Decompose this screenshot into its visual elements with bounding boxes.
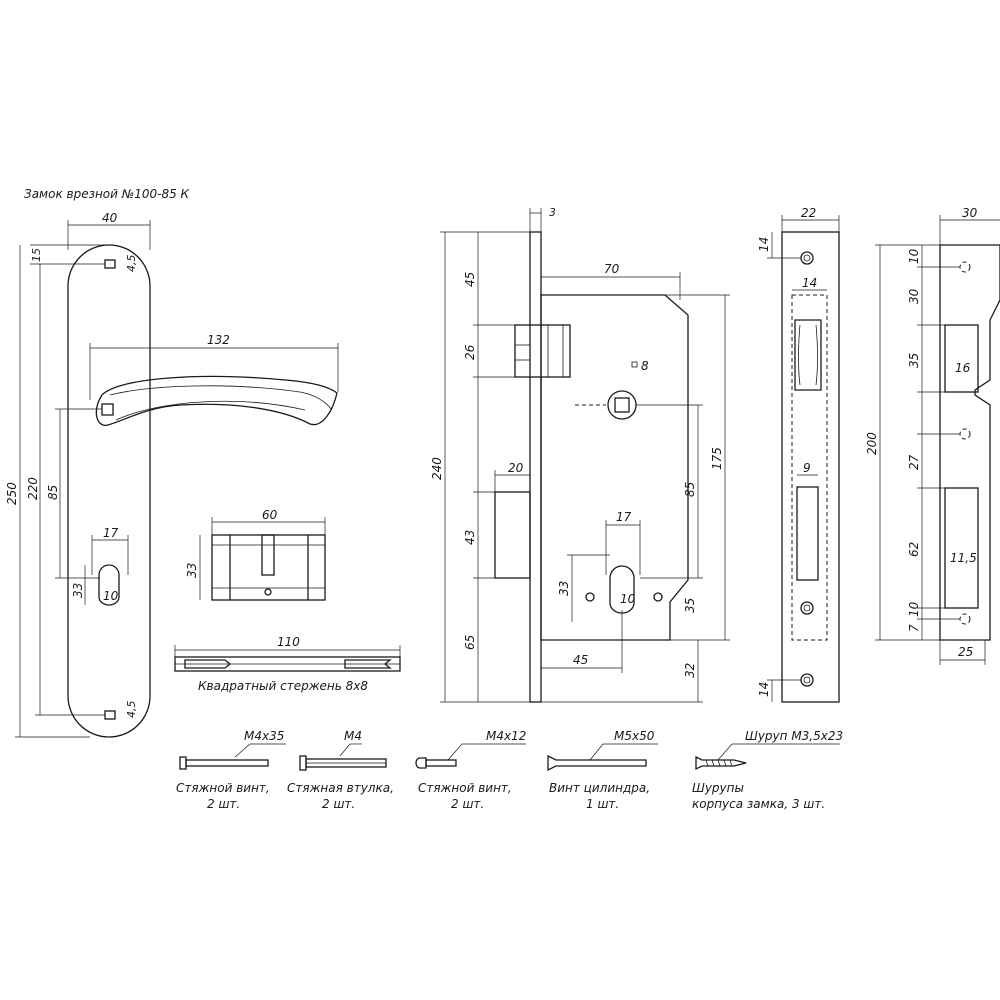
dim-cyl-height: 33 <box>71 583 85 598</box>
dim-strike-c: 27 <box>907 454 921 470</box>
part-caption2-1: 2 шт. <box>207 797 240 811</box>
dim-top: 45 <box>463 272 477 287</box>
dim-bottom-gap: 32 <box>683 663 697 678</box>
part-caption2-3: 2 шт. <box>451 797 484 811</box>
dim-strike-top: 10 <box>907 248 921 264</box>
dim-fp-width: 22 <box>801 206 816 220</box>
dim-backset: 70 <box>604 262 620 276</box>
part-caption1-4: Винт цилиндра, <box>549 781 650 795</box>
dim-strike-d: 62 <box>907 542 921 557</box>
dim-hole-span: 220 <box>26 477 40 500</box>
rod-caption: Квадратный стержень 8х8 <box>198 679 368 693</box>
part-m4x12-screw: М4х12 Стяжной винт, 2 шт. <box>415 729 526 811</box>
dim-lever-length: 132 <box>207 333 230 347</box>
faceplate: 22 14 14 9 14 <box>757 206 840 703</box>
part-spec-4: М5х50 <box>614 729 655 743</box>
dim-fp-inner: 14 <box>802 276 817 290</box>
part-m5x50-screw: М5х50 Винт цилиндра, 1 шт. <box>547 729 658 811</box>
part-caption1-5: Шурупы <box>692 781 744 795</box>
part-spec-3: М4х12 <box>486 729 526 743</box>
part-caption1-3: Стяжной винт, <box>418 781 512 795</box>
dim-fp-bottom: 14 <box>757 682 771 697</box>
lock-body <box>494 231 689 703</box>
dim-strike-total: 200 <box>865 432 879 455</box>
dim-strike-bottom: 25 <box>958 645 973 659</box>
dim-cyl-to-bottom: 35 <box>683 598 697 613</box>
dim-handle-screw: 4,5 <box>125 255 138 273</box>
dim-handle-screw-bottom: 4,5 <box>125 701 138 719</box>
dim-cyl-length: 60 <box>262 508 278 522</box>
strike-plate: 30 200 10 30 35 27 62 10 7 16 11,5 25 <box>865 206 1000 665</box>
dim-strike-slot1: 16 <box>955 361 971 375</box>
dim-strike-width: 30 <box>962 206 978 220</box>
dim-strike-b: 35 <box>907 353 921 368</box>
dim-total-height: 240 <box>430 457 444 480</box>
dim-fp-slot: 9 <box>803 461 811 475</box>
dim-handle-width: 40 <box>102 211 118 225</box>
part-spec-1: М4х35 <box>244 729 284 743</box>
cylinder: 60 33 <box>185 508 326 601</box>
part-caption1-1: Стяжной винт, <box>176 781 270 795</box>
dim-center-distance: 85 <box>683 482 697 497</box>
lock-body-dimensions: 3 70 240 45 26 43 65 20 8 17 33 <box>430 206 730 703</box>
dim-strike-e: 10 <box>907 601 921 617</box>
part-m4x35-screw: М4х35 Стяжной винт, 2 шт. <box>176 729 286 811</box>
dim-strike-slot2: 11,5 <box>950 551 977 565</box>
part-caption1-2: Стяжная втулка, <box>287 781 394 795</box>
dim-lb-cyl-w: 17 <box>616 510 632 524</box>
part-m4-sleeve: М4 Стяжная втулка, 2 шт. <box>287 729 394 811</box>
dim-fp-top: 14 <box>757 237 771 252</box>
dim-bolt-h: 43 <box>463 530 477 545</box>
dim-body-h: 175 <box>710 447 724 470</box>
dim-handle-top: 15 <box>30 248 43 262</box>
part-spec-2: М4 <box>344 729 362 743</box>
dim-spindle-cyl: 85 <box>46 485 60 500</box>
dim-bolt-w: 20 <box>508 461 524 475</box>
dim-faceplate-thick: 3 <box>549 206 556 219</box>
dim-cyl-width: 17 <box>103 526 119 540</box>
part-caption2-2: 2 шт. <box>322 797 355 811</box>
dim-rod-length: 110 <box>277 635 300 649</box>
part-spec-5: Шуруп М3,5х23 <box>745 729 843 743</box>
part-caption2-4: 1 шт. <box>586 797 619 811</box>
dim-cyl-backset: 45 <box>573 653 588 667</box>
dim-lb-cyl-bottom: 10 <box>620 592 636 606</box>
dim-cylinder-height: 33 <box>185 563 199 578</box>
dim-lb-cyl-h: 33 <box>557 581 571 596</box>
dim-latch-h: 26 <box>463 344 477 360</box>
dim-strike-f: 7 <box>907 624 921 632</box>
handle-dimensions: 40 15 4,5 4,5 132 250 220 85 17 33 10 <box>5 211 339 738</box>
dim-handle-height: 250 <box>5 482 19 505</box>
handle-plate <box>67 244 338 738</box>
square-rod: 110 Квадратный стержень 8х8 <box>174 635 401 693</box>
dim-spindle-sq: 8 <box>641 359 649 373</box>
dim-strike-a: 30 <box>907 288 921 304</box>
dim-cyl-bottom: 10 <box>103 589 119 603</box>
part-caption2-5: корпуса замка, 3 шт. <box>692 797 825 811</box>
dim-bolt-bottom: 65 <box>463 635 477 650</box>
drawing-title: Замок врезной №100-85 К <box>24 187 190 201</box>
part-wood-screw: Шуруп М3,5х23 Шурупы корпуса замка, 3 шт… <box>692 729 843 811</box>
